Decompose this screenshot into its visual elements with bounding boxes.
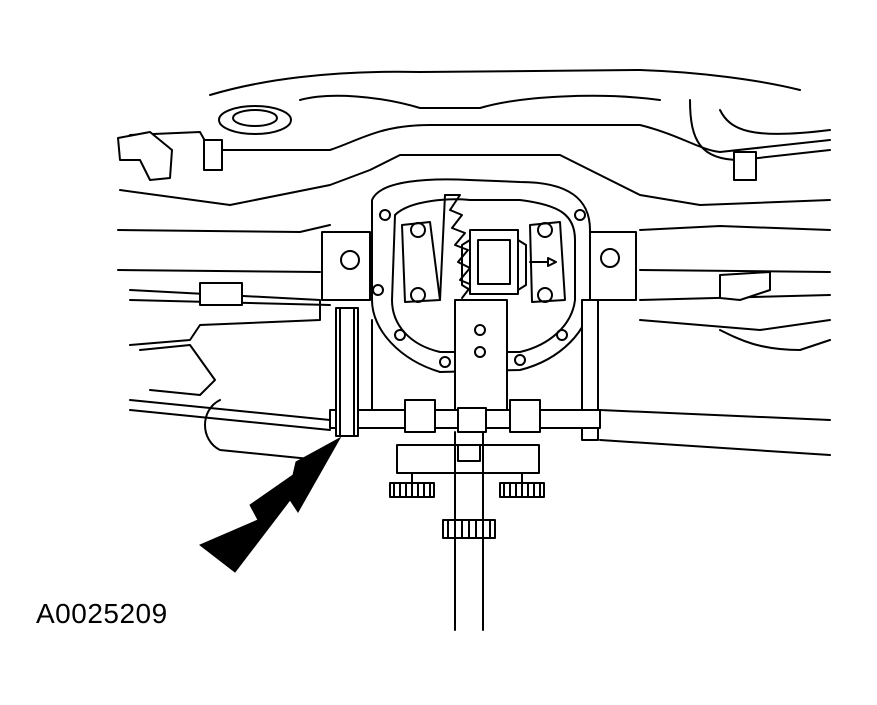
vehicle-underbody	[117, 69, 831, 273]
figure-id-label: A0025209	[36, 598, 168, 629]
callout-arrow-icon	[199, 436, 342, 573]
holding-fixture	[329, 299, 601, 631]
tool-bar	[335, 307, 359, 437]
axle-housing	[129, 271, 831, 461]
differential-housing	[321, 178, 637, 373]
